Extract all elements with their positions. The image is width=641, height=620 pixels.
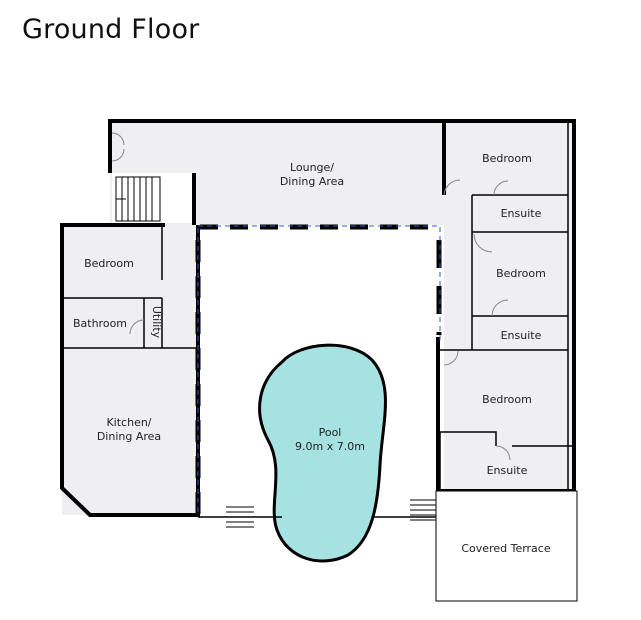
pool-label-line1: Pool — [319, 426, 342, 439]
utility-label: Utility — [150, 306, 163, 339]
bedroom-left-label: Bedroom — [84, 257, 134, 270]
covered-terrace-outline — [435, 490, 578, 602]
ensuite-bottom-label: Ensuite — [487, 464, 528, 477]
bedroom-bottom-label: Bedroom — [482, 393, 532, 406]
corridor-floor — [444, 121, 572, 491]
ensuite-mid-label: Ensuite — [501, 329, 542, 342]
courtyard-dashed-line — [197, 225, 441, 515]
bedroom-top-label: Bedroom — [482, 152, 532, 165]
lounge-label-line1: Lounge/ — [290, 161, 334, 174]
wall-left-interior — [64, 225, 196, 349]
pool-shape — [258, 343, 387, 563]
bathroom-label: Bathroom — [73, 317, 127, 330]
pool-steps-right — [410, 499, 436, 521]
ensuite-top-label: Ensuite — [501, 207, 542, 220]
bedroom-mid-label: Bedroom — [496, 267, 546, 280]
entrance-opening — [112, 173, 194, 223]
wall-outer-main — [108, 119, 576, 493]
terrace-label: Covered Terrace — [461, 542, 550, 555]
door-swings — [111, 132, 511, 461]
pool-label-line2: 9.0m x 7.0m — [295, 440, 365, 453]
wall-right-interior — [439, 121, 572, 491]
entrance-stairs — [115, 176, 161, 222]
left-wing-floor — [62, 225, 198, 515]
pool-steps-left — [226, 506, 254, 528]
page-title: Ground Floor — [22, 14, 200, 45]
lounge-label-line2: Dining Area — [280, 175, 344, 188]
kitchen-label-line1: Kitchen/ — [106, 416, 151, 429]
kitchen-label-line2: Dining Area — [97, 430, 161, 443]
